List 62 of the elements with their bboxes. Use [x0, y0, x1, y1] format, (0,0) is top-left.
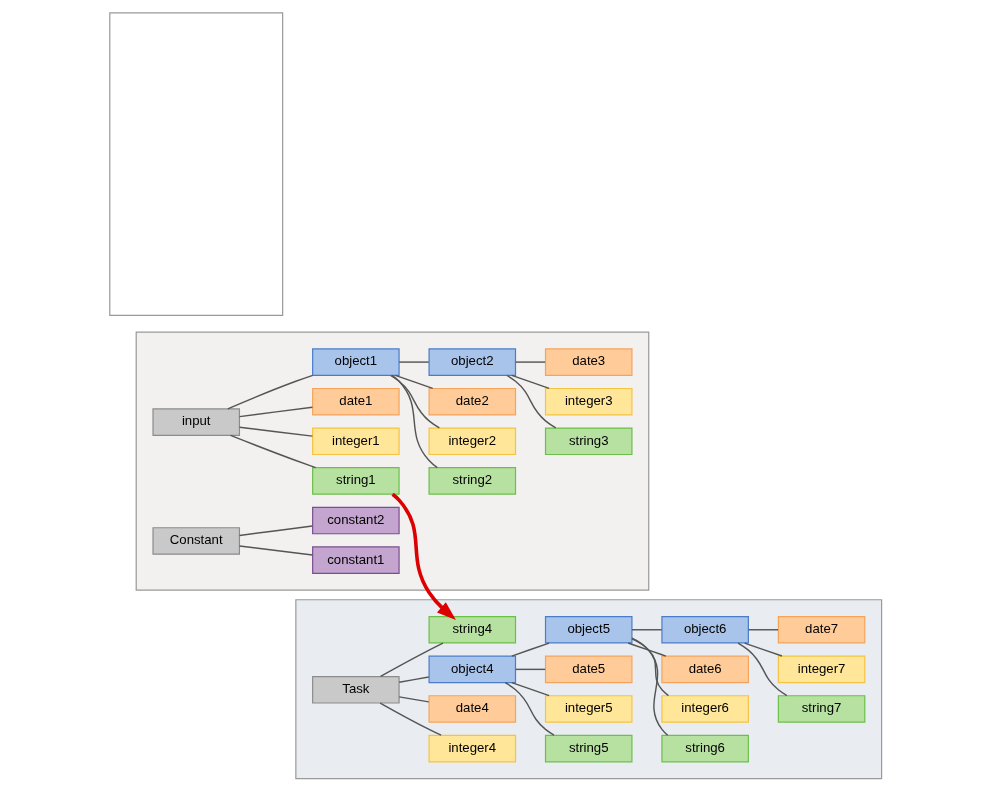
node-box: Task — [312, 675, 400, 704]
node-box: object6 — [661, 615, 749, 644]
connector — [631, 637, 669, 736]
node-box: string3 — [544, 427, 633, 456]
connector — [504, 682, 555, 736]
connector — [391, 374, 439, 469]
connector — [511, 681, 550, 697]
node-box: date6 — [661, 655, 749, 684]
node-box: constant2 — [312, 506, 400, 535]
node-box: date1 — [312, 387, 400, 416]
node-box: object1 — [312, 348, 400, 376]
node-box: date3 — [544, 348, 633, 376]
arrow — [391, 492, 456, 620]
connector — [631, 629, 663, 631]
node-box: integer2 — [428, 427, 517, 456]
connector — [389, 374, 441, 429]
connector — [238, 545, 314, 556]
connector — [238, 406, 314, 418]
node-box: Constant — [152, 527, 241, 555]
connector — [227, 374, 314, 410]
node-box: constant1 — [312, 546, 400, 574]
connector — [627, 642, 667, 657]
connector — [747, 629, 779, 631]
cluster — [135, 331, 650, 591]
connector — [379, 702, 442, 736]
node-box: input — [152, 408, 241, 436]
node-box: date2 — [428, 387, 517, 416]
connector — [398, 696, 430, 703]
node-box: object4 — [428, 655, 517, 684]
connector — [506, 374, 557, 429]
connector — [737, 642, 788, 697]
node-box: integer4 — [428, 734, 517, 763]
connector — [398, 361, 430, 363]
connector — [511, 642, 550, 657]
node-box: integer6 — [661, 695, 749, 723]
node-box: string5 — [544, 734, 633, 763]
node-box: string1 — [312, 467, 400, 495]
node-box: object2 — [428, 348, 517, 376]
node-box: string4 — [428, 615, 517, 644]
connector — [229, 434, 317, 469]
node-box — [109, 12, 284, 316]
connector — [398, 676, 430, 683]
node-box: object5 — [544, 615, 633, 644]
node-box: string7 — [777, 695, 866, 723]
connector — [631, 638, 670, 697]
connector — [511, 374, 550, 390]
connector — [238, 426, 314, 437]
connector — [743, 642, 783, 657]
node-box: integer1 — [312, 427, 400, 456]
node-box: integer7 — [777, 655, 866, 684]
connector — [514, 361, 546, 363]
connector — [238, 525, 314, 537]
connector — [514, 668, 546, 671]
node-box: date4 — [428, 695, 517, 723]
node-box: integer5 — [544, 695, 633, 723]
connector — [379, 642, 444, 678]
node-box: string2 — [428, 467, 517, 495]
node-box: integer3 — [544, 387, 633, 416]
node-box: date7 — [777, 615, 866, 644]
node-box: string6 — [661, 734, 749, 763]
connector — [394, 374, 434, 390]
node-box: date5 — [544, 655, 633, 684]
